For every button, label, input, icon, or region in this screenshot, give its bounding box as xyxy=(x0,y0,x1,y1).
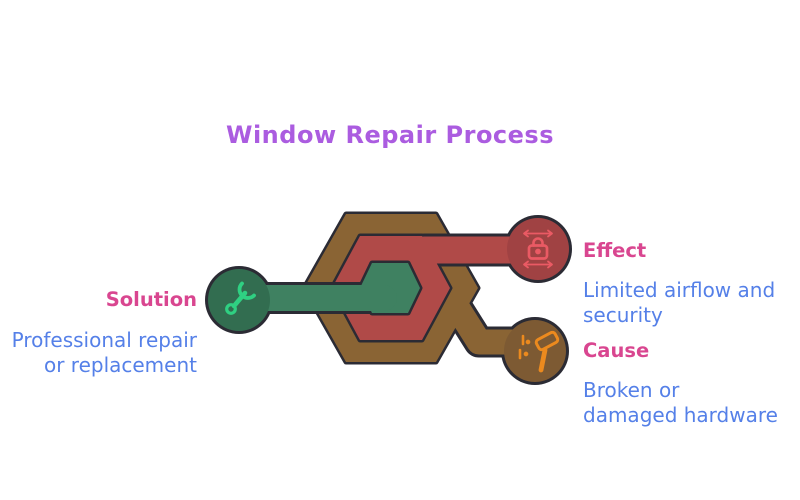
wrench-icon xyxy=(225,281,256,315)
lock-bottom-arrows xyxy=(523,260,553,269)
lock-top-arrows xyxy=(523,229,553,238)
lock-body xyxy=(527,244,549,260)
hammer-head xyxy=(534,330,560,352)
lock-keyhole xyxy=(535,248,541,255)
page-title: Window Repair Process xyxy=(225,121,555,149)
solution-description: Professional repair or replacement xyxy=(11,328,197,377)
wrench-ring-end xyxy=(225,303,237,315)
hammer-impact-dot-2 xyxy=(523,351,529,357)
wrench-jaw xyxy=(237,281,256,300)
effect-description: Limited airflow and security xyxy=(583,278,776,327)
hammer-handle xyxy=(538,347,548,373)
solution-text-block: Solution Professional repair or replacem… xyxy=(2,289,197,378)
solution-label: Solution xyxy=(105,288,197,311)
lock-shackle xyxy=(532,237,544,247)
effect-label: Effect xyxy=(583,239,647,262)
effect-text-block: Effect Limited airflow and security xyxy=(583,240,778,328)
lock-icon xyxy=(523,229,553,269)
hammer-impact-dashes xyxy=(518,334,525,360)
hammer-impact-dot-1 xyxy=(525,339,531,345)
hammer-icon xyxy=(518,330,560,373)
cause-label: Cause xyxy=(583,339,650,362)
cause-description: Broken or damaged hardware xyxy=(583,378,778,427)
cause-circle xyxy=(504,320,566,382)
cause-text-block: Cause Broken or damaged hardware xyxy=(583,340,778,428)
